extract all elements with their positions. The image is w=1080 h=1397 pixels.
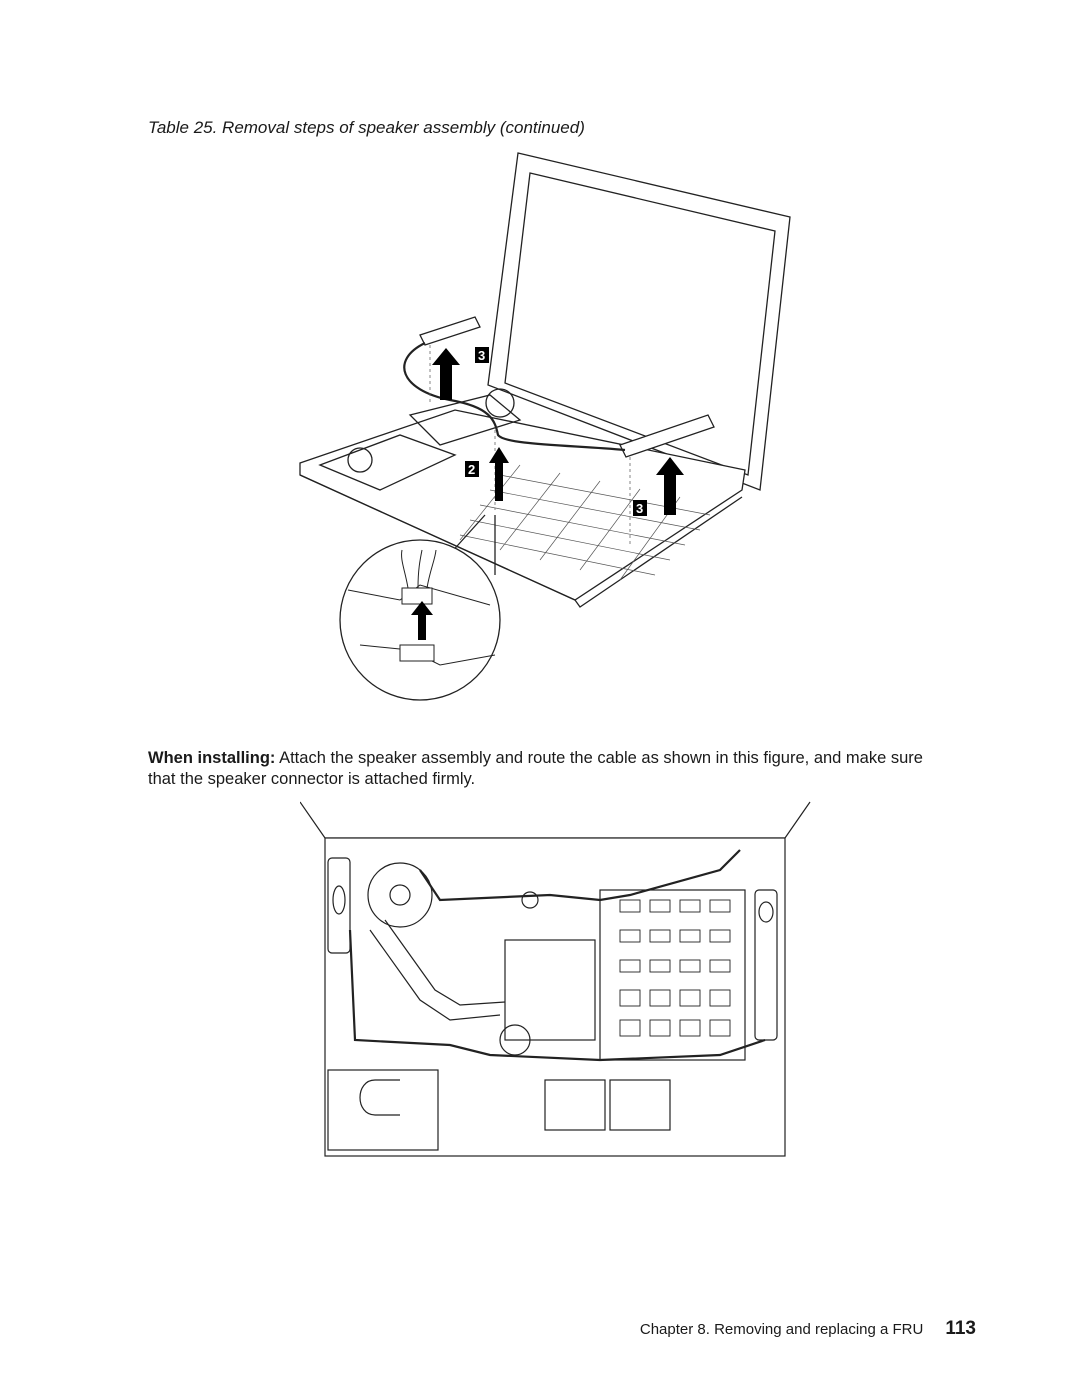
chapter-title: Chapter 8. Removing and replacing a FRU (639, 1321, 924, 1338)
callout-3-lower: 3 (633, 500, 647, 516)
installation-text: Attach the speaker assembly and route th… (148, 749, 923, 788)
page-footer: Chapter 8. Removing and replacing a FRU … (640, 1318, 976, 1340)
svg-text:2: 2 (468, 462, 475, 477)
svg-text:3: 3 (636, 501, 643, 516)
installation-note: When installing: Attach the speaker asse… (148, 748, 948, 790)
svg-text:3: 3 (478, 348, 485, 363)
table-caption: Table 25. Removal steps of speaker assem… (148, 118, 585, 137)
callout-3-upper: 3 (475, 347, 489, 363)
speaker-removal-figure: 3 2 3 (299, 152, 791, 701)
page-number: 113 (945, 1318, 976, 1339)
cable-routing-figure (300, 801, 811, 1157)
callout-2: 2 (465, 461, 479, 477)
installation-label: When installing: (148, 749, 276, 767)
